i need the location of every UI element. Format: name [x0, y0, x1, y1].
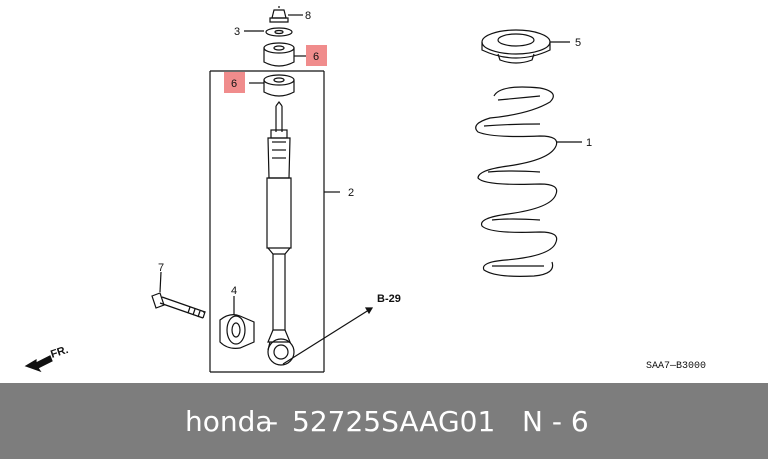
- callout-6b: 6: [231, 78, 237, 90]
- coil-spring-part-1: [475, 86, 582, 277]
- callout-8: 8: [305, 10, 311, 22]
- parts-diagram: 8 3 6 6 2 7 4 5 1 B-29 FR. SAA7—B3000: [24, 6, 706, 373]
- callout-6a: 6: [313, 51, 319, 63]
- assembly-bracket: [209, 70, 340, 373]
- spring-seat-part-5: [481, 29, 570, 64]
- callout-1: 1: [586, 137, 592, 149]
- callout-reference: N - 6: [522, 405, 589, 438]
- nut-part-8: [269, 6, 303, 23]
- bushing-lower-part-6: [249, 74, 295, 97]
- bushing-upper-part-6: [263, 42, 308, 67]
- part-number: 52725SAAG01: [292, 405, 496, 438]
- caption-bar: honda - 52725SAAG01 N - 6: [0, 383, 768, 459]
- shock-absorber-part-2: [266, 101, 295, 366]
- callout-3: 3: [234, 26, 240, 38]
- reference-label: B-29: [377, 293, 401, 305]
- bolt-part-7: [151, 271, 206, 319]
- highlight-box-6a: [306, 45, 327, 66]
- direction-label: FR.: [49, 344, 70, 361]
- drawing-code: SAA7—B3000: [646, 361, 706, 372]
- highlight-box-6b: [224, 72, 245, 93]
- callout-7: 7: [158, 262, 164, 274]
- reference-leader: [282, 307, 374, 365]
- brand-name: honda: [185, 405, 273, 438]
- front-arrow-icon: [24, 355, 53, 373]
- callout-4: 4: [231, 285, 237, 297]
- separator: -: [268, 405, 279, 438]
- bushing-part-4: [219, 296, 255, 349]
- callout-5: 5: [575, 37, 581, 49]
- callout-2: 2: [348, 187, 354, 199]
- washer-part-3: [244, 27, 293, 37]
